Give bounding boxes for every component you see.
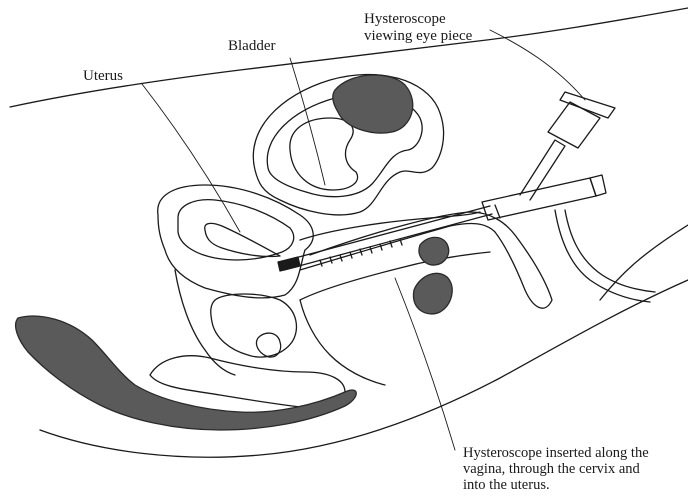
perineum-outline [40,280,688,457]
uterus [158,185,314,298]
label-eyepiece-line2: viewing eye piece [364,28,472,45]
leader-eyepiece [490,30,585,100]
label-inserted-line1: Hysteroscope inserted along the [463,445,649,461]
label-inserted: Hysteroscope inserted along the vagina, … [463,445,649,493]
rectum [175,270,296,375]
label-eyepiece: Hysteroscope viewing eye piece [364,11,472,45]
label-bladder: Bladder [228,38,275,55]
pelvic-bone-lower [413,273,452,314]
sacrum [16,316,357,430]
pelvic-bone-upper [419,237,449,265]
label-uterus: Uterus [83,68,123,85]
thigh-outline [600,225,688,300]
bowel-outline [150,356,345,409]
pubic-bone [333,75,413,133]
leader-uterus [142,84,240,232]
label-inserted-line3: into the uterus. [463,477,649,493]
label-inserted-line2: vagina, through the cervix and [463,461,649,477]
label-eyepiece-line1: Hysteroscope [364,11,472,28]
vagina-outline-upper [300,252,490,300]
